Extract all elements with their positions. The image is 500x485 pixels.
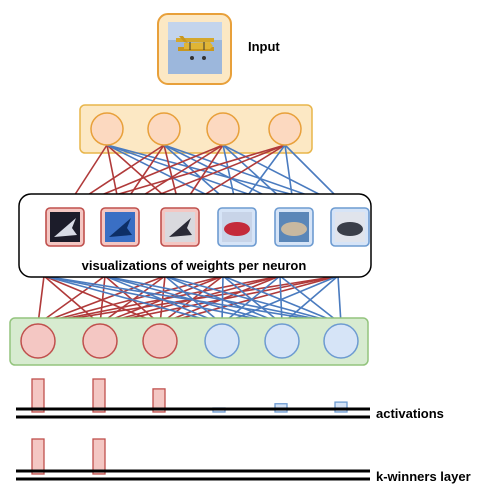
activation-bar [31,378,45,413]
connection-edge [279,275,342,325]
hidden-neuron [90,112,124,146]
activation-bar [31,438,45,475]
thumbnail-background [165,212,195,242]
car-weight-icon [274,207,314,247]
output-neuron [82,323,118,359]
hidden-neurons [90,112,302,146]
thumbnail-car-shape [281,222,307,236]
airplane-weight-icon [100,207,140,247]
hidden-layer-box [79,104,313,154]
thumbnail-car-shape [337,222,363,236]
output-neuron [204,323,240,359]
output-neuron [20,323,56,359]
output-neuron [264,323,300,359]
thumbnail-airplane-shape [109,218,132,237]
activation-bar [334,401,348,413]
activation-bar [152,388,166,413]
thumbnail-background [105,212,135,242]
airplane-weight-icon [160,207,200,247]
airplane-weight-icon [45,207,85,247]
k-winners-label: k-winners layer [376,469,471,484]
activation-bar [92,438,106,475]
output-layer-box [9,317,369,366]
hidden-neuron [268,112,302,146]
thumbnail-airplane-shape [169,218,192,237]
input-image [157,13,232,85]
bottom-connections [37,275,342,325]
car-weight-icon [330,207,370,247]
connection-edge [43,275,161,325]
connection-edge [337,275,342,325]
connection-edge [222,275,342,325]
connection-edge [43,275,342,325]
input-label: Input [248,39,280,54]
connection-edge [43,275,101,325]
activations-label: activations [376,406,444,421]
output-neuron [323,323,359,359]
thumbnail-airplane-shape [54,218,77,237]
hidden-neuron [206,112,240,146]
weight-thumbnails [45,207,370,247]
k-winners-bars [31,438,106,475]
weights-label: visualizations of weights per neuron [82,258,307,273]
activation-bars [31,378,348,413]
connection-edge [104,275,342,325]
hidden-neuron [147,112,181,146]
car-weight-icon [217,207,257,247]
connection-edge [37,275,45,325]
connection-edge [164,275,342,325]
output-neurons [20,323,359,359]
thumbnail-background [50,212,80,242]
connection-edge [43,275,283,325]
thumbnail-car-shape [224,222,250,236]
connection-edge [43,275,223,325]
biplane-photo-icon [168,22,222,74]
output-neuron [142,323,178,359]
activation-bar [92,378,106,413]
